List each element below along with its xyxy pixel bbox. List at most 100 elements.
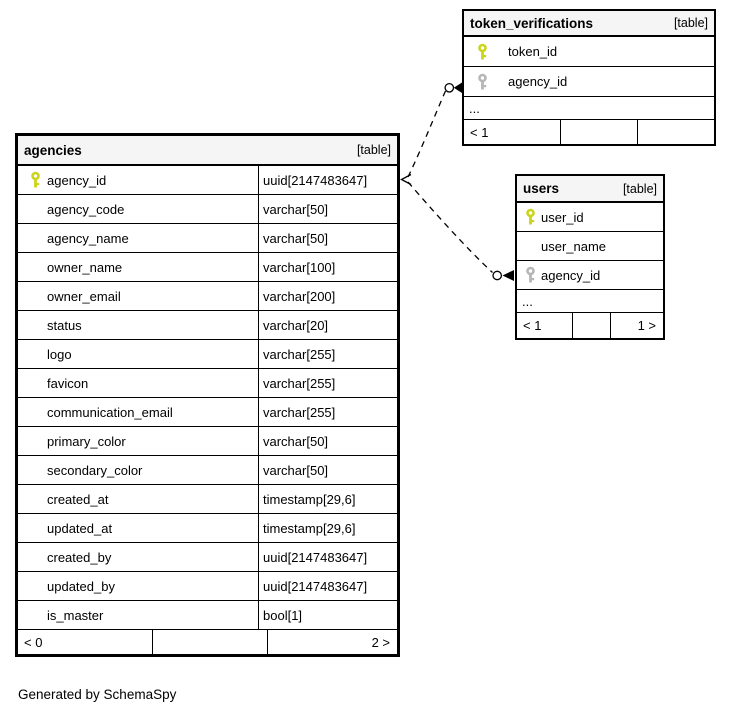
- column-name: agency_id: [508, 74, 568, 89]
- column-name: user_name: [541, 238, 607, 254]
- column-name-cell: created_at: [18, 485, 258, 513]
- footer-children-count: < 1: [470, 124, 489, 140]
- table-type-tag: [table]: [673, 16, 708, 30]
- column-name-cell: owner_name: [18, 253, 258, 281]
- column-name: agency_code: [47, 201, 125, 217]
- column-row: agency_code varchar[50]: [18, 195, 397, 224]
- column-name: communication_email: [47, 404, 173, 420]
- column-type: varchar[50]: [258, 427, 397, 455]
- more-columns-ellipsis: ...: [522, 293, 533, 309]
- column-row: agency_id uuid[2147483647]: [18, 166, 397, 195]
- table-name[interactable]: agencies: [24, 142, 82, 158]
- column-name: token_id: [508, 44, 558, 59]
- column-type: varchar[50]: [258, 195, 397, 223]
- column-name: agency_name: [47, 230, 129, 246]
- column-name: agency_id: [541, 267, 601, 283]
- column-name-cell: status: [18, 311, 258, 339]
- column-type: uuid[2147483647]: [258, 166, 397, 194]
- footer-children-count: < 0: [24, 634, 43, 650]
- column-name: created_at: [47, 491, 109, 507]
- column-row: created_at timestamp[29,6]: [18, 485, 397, 514]
- column-type: varchar[50]: [258, 224, 397, 252]
- column-row: token_id: [464, 37, 714, 67]
- column-name-cell: favicon: [18, 369, 258, 397]
- table-header: token_verifications [table]: [464, 11, 714, 37]
- footer-parents-count: 1 >: [610, 313, 663, 338]
- column-name-cell: updated_at: [18, 514, 258, 542]
- column-name-cell: agency_id: [464, 67, 714, 96]
- column-name-cell: primary_color: [18, 427, 258, 455]
- table-footer: < 1: [464, 120, 714, 144]
- table-header: users [table]: [517, 176, 663, 203]
- column-name-cell: is_master: [18, 601, 258, 629]
- column-name: created_by: [47, 549, 112, 565]
- column-type: bool[1]: [258, 601, 397, 629]
- column-row: communication_email varchar[255]: [18, 398, 397, 427]
- column-type: varchar[255]: [258, 398, 397, 426]
- arrowhead-icon: [400, 173, 412, 186]
- footer-middle-cell: [572, 313, 610, 338]
- table-token-verifications: token_verifications [table] token_id age…: [462, 9, 716, 146]
- table-header: agencies [table]: [18, 136, 397, 166]
- primary-key-icon: [526, 208, 536, 226]
- column-name-cell: communication_email: [18, 398, 258, 426]
- column-row: user_id: [517, 203, 663, 232]
- column-row: status varchar[20]: [18, 311, 397, 340]
- column-name: user_id: [541, 209, 584, 225]
- cardinality-circle-icon: [492, 270, 503, 281]
- column-name: primary_color: [47, 433, 126, 449]
- column-name-cell: user_name: [517, 232, 663, 260]
- column-name: secondary_color: [47, 462, 143, 478]
- column-type: varchar[255]: [258, 340, 397, 368]
- column-row: agency_id: [517, 261, 663, 290]
- column-row: is_master bool[1]: [18, 601, 397, 630]
- table-type-tag: [table]: [622, 181, 657, 196]
- column-name: is_master: [47, 607, 104, 623]
- column-name: status: [47, 317, 82, 333]
- column-name-cell: agency_name: [18, 224, 258, 252]
- footer-children-count: < 1: [523, 318, 542, 333]
- column-name-cell: logo: [18, 340, 258, 368]
- column-name: updated_at: [47, 520, 113, 536]
- column-name-cell: updated_by: [18, 572, 258, 600]
- column-row: updated_at timestamp[29,6]: [18, 514, 397, 543]
- arrowhead-icon: [453, 82, 462, 93]
- column-row: agency_id: [464, 67, 714, 97]
- table-agencies: agencies [table] agency_id uuid[21474836…: [15, 133, 400, 657]
- table-footer: < 1 1 >: [517, 313, 663, 338]
- column-type: timestamp[29,6]: [258, 514, 397, 542]
- table-name[interactable]: token_verifications: [470, 15, 594, 31]
- column-row: created_by uuid[2147483647]: [18, 543, 397, 572]
- column-type: uuid[2147483647]: [258, 572, 397, 600]
- footer-middle-cell: [152, 630, 267, 654]
- footer-parents-count: 2 >: [267, 630, 397, 654]
- table-name[interactable]: users: [523, 181, 560, 196]
- table-footer: < 0 2 >: [18, 630, 397, 654]
- foreign-key-icon: [478, 73, 488, 90]
- footer-parents-count: [637, 120, 714, 144]
- column-name-cell: secondary_color: [18, 456, 258, 484]
- table-type-tag: [table]: [356, 143, 391, 157]
- column-row: user_name: [517, 232, 663, 261]
- column-name-cell: user_id: [517, 203, 663, 231]
- column-name-cell: token_id: [464, 37, 714, 66]
- column-name-cell: agency_id: [517, 261, 663, 289]
- column-row: secondary_color varchar[50]: [18, 456, 397, 485]
- more-columns-row: ...: [464, 97, 714, 120]
- column-row: logo varchar[255]: [18, 340, 397, 369]
- column-type: varchar[50]: [258, 456, 397, 484]
- column-type: varchar[100]: [258, 253, 397, 281]
- column-type: varchar[20]: [258, 311, 397, 339]
- column-row: primary_color varchar[50]: [18, 427, 397, 456]
- column-row: agency_name varchar[50]: [18, 224, 397, 253]
- column-name: logo: [47, 346, 72, 362]
- primary-key-icon: [478, 43, 488, 60]
- column-name: owner_email: [47, 288, 121, 304]
- column-name: updated_by: [47, 578, 115, 594]
- column-type: varchar[200]: [258, 282, 397, 310]
- more-columns-ellipsis: ...: [469, 100, 480, 116]
- table-users: users [table] user_id user_name agency_i…: [515, 174, 665, 340]
- column-name-cell: owner_email: [18, 282, 258, 310]
- column-name: favicon: [47, 375, 89, 391]
- arrowhead-icon: [502, 270, 514, 281]
